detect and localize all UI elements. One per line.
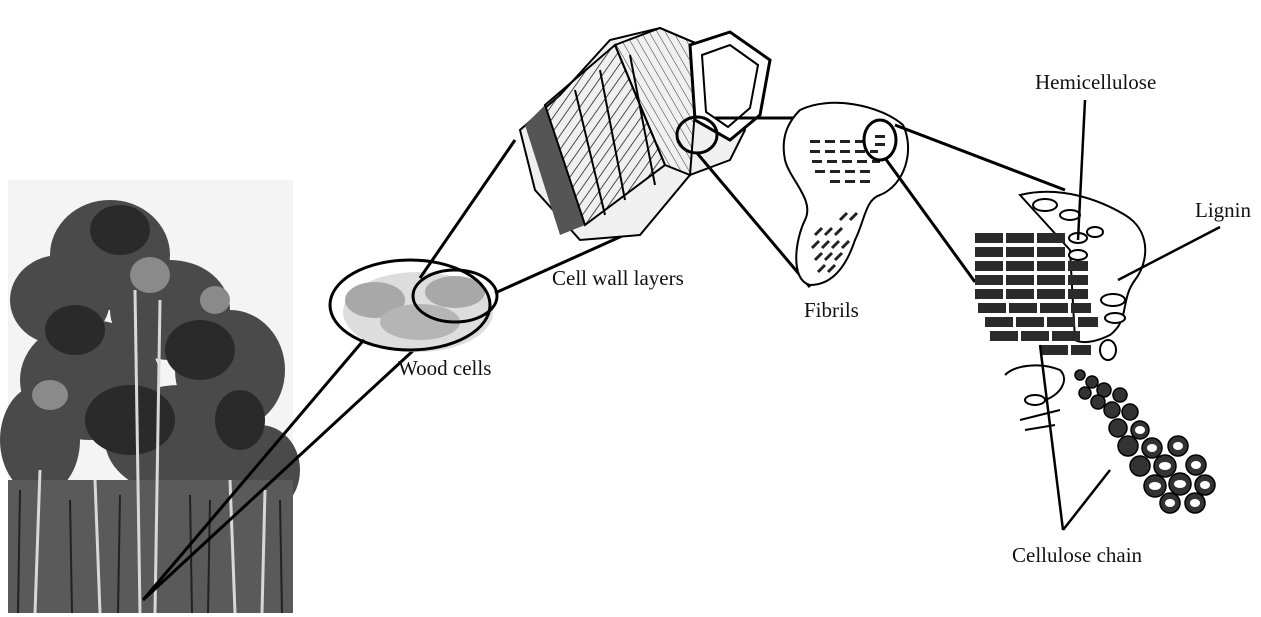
label-cellulose-chain: Cellulose chain xyxy=(1012,545,1142,566)
molecular-structure-illustration xyxy=(975,192,1215,513)
label-wood-cells: Wood cells xyxy=(398,358,491,379)
tree-photo xyxy=(0,180,300,613)
cellulose-chain-rings xyxy=(1075,370,1215,513)
wood-cells-illustration xyxy=(330,260,497,352)
fibrils-illustration xyxy=(784,103,908,285)
label-cell-wall-layers: Cell wall layers xyxy=(552,268,684,289)
label-hemicellulose: Hemicellulose xyxy=(1035,72,1156,93)
label-lignin: Lignin xyxy=(1195,200,1251,221)
cell-wall-layers-illustration xyxy=(520,28,770,240)
label-fibrils: Fibrils xyxy=(804,300,859,321)
